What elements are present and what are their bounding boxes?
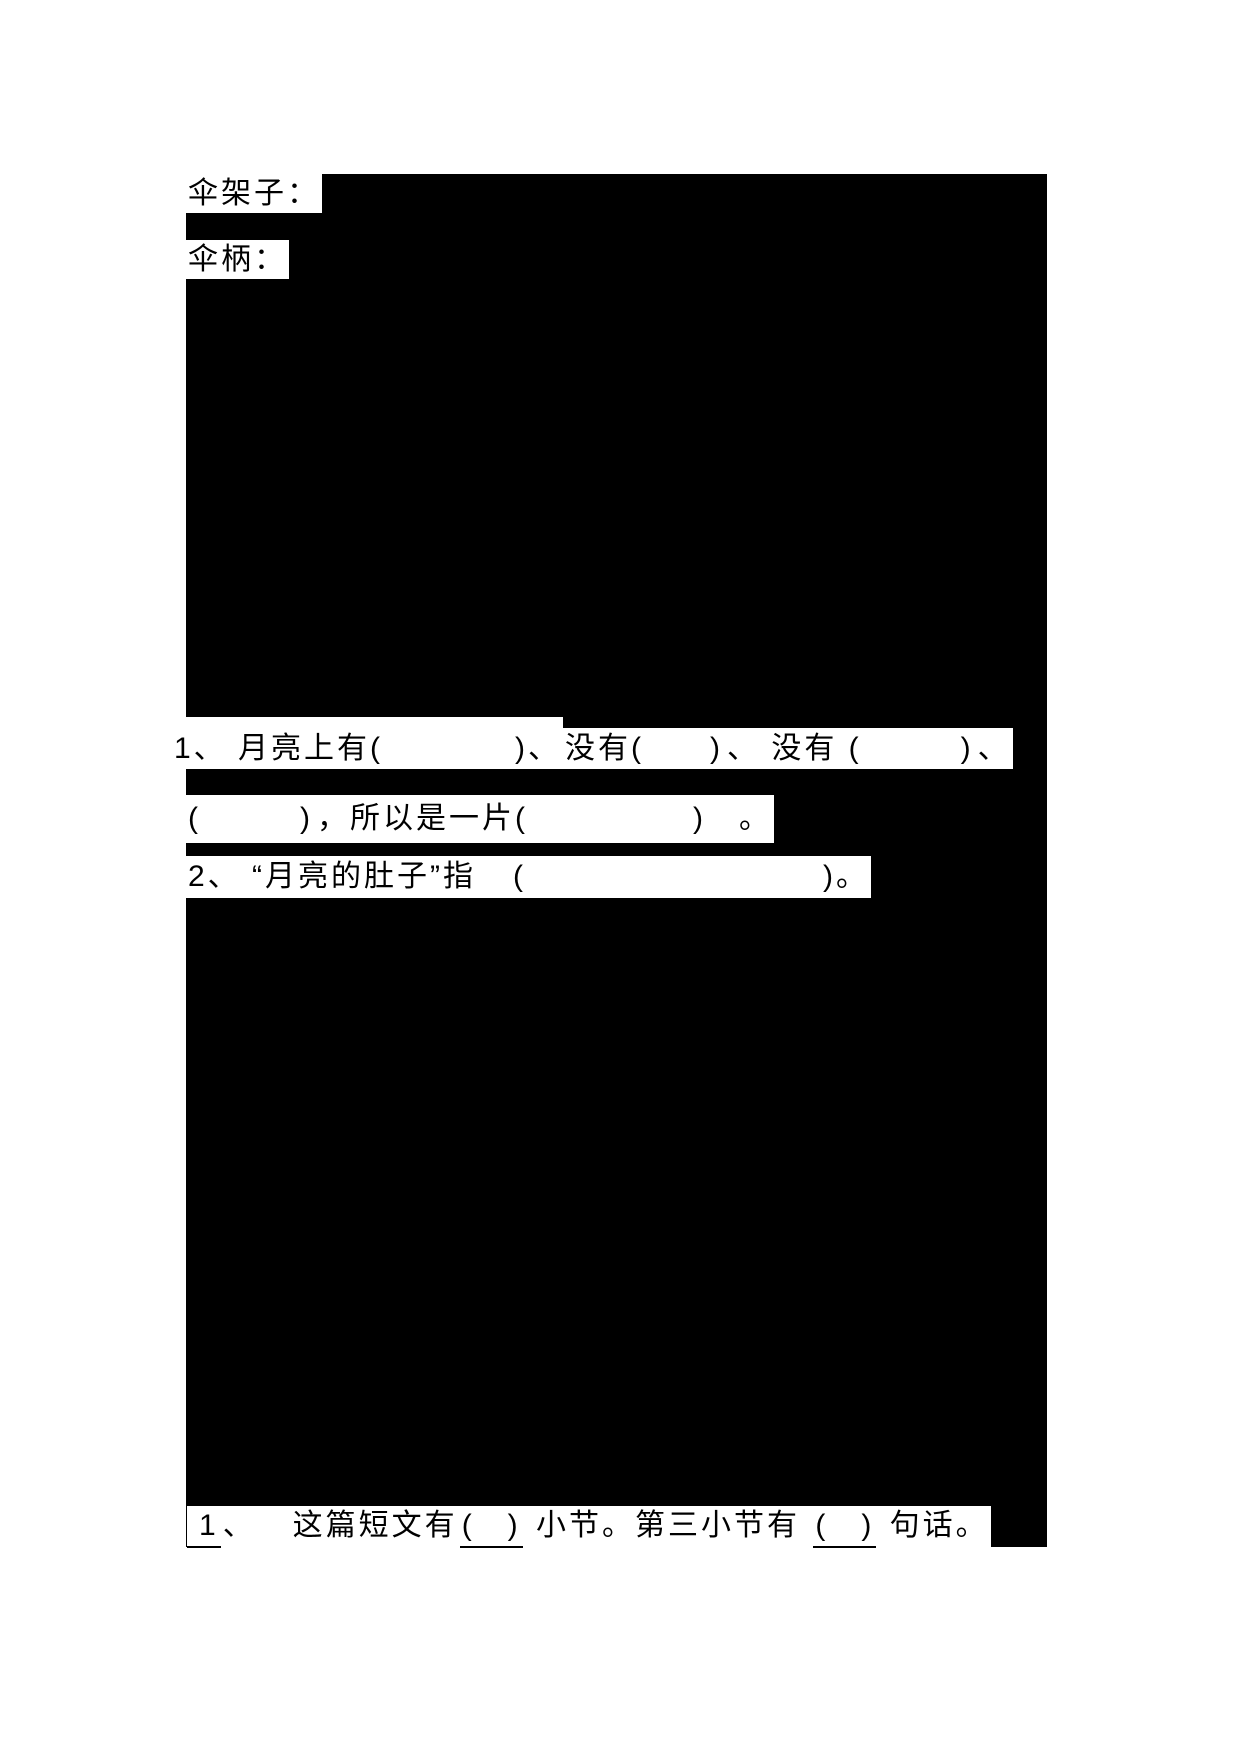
question-3-text: 小节。第三小节有 [522, 1506, 814, 1548]
fill-blank-segment: 没有( ) [563, 728, 725, 769]
fill-blank-segment: ( )。 [511, 856, 871, 898]
umbrella-frame-line: 伞架子： [186, 174, 322, 213]
fill-blank-segment: 、 [975, 728, 1013, 769]
question-2-text: 2、 “月亮的肚子”指 [186, 856, 511, 898]
fill-blank-segment: 、 没有 ( ) [724, 728, 976, 769]
umbrella-handle-line: 伞柄： [186, 240, 289, 279]
question-1-line-1: 1、 月亮上有( )、 没有( ) 、 没有 ( ) 、 [172, 716, 1013, 769]
question-3-line: 1 、 这篇短文有 ( ) 小节。第三小节有 ( ) 句话。 [187, 1506, 991, 1548]
fill-blank-segment: ，所以是一片( ) 。 [314, 795, 774, 843]
question-3-text: 这篇短文有 [257, 1506, 460, 1548]
umbrella-frame-label: 伞架子： [186, 174, 322, 213]
fill-blank-underlined: ( ) [459, 1506, 523, 1548]
fill-blank-segment: 1、 月亮上有( )、 [172, 717, 563, 769]
question-3-text: 、 [220, 1506, 258, 1548]
question-2-line: 2、 “月亮的肚子”指 ( )。 [186, 856, 871, 898]
umbrella-handle-label: 伞柄： [186, 240, 289, 279]
fill-blank-segment: ( ) [186, 795, 315, 843]
fill-blank-underlined: ( ) [813, 1506, 877, 1548]
question-number-underlined: 1 [187, 1506, 221, 1548]
question-1-line-2: ( ) ，所以是一片( ) 。 [186, 795, 774, 843]
question-3-text: 句话。 [876, 1506, 991, 1548]
